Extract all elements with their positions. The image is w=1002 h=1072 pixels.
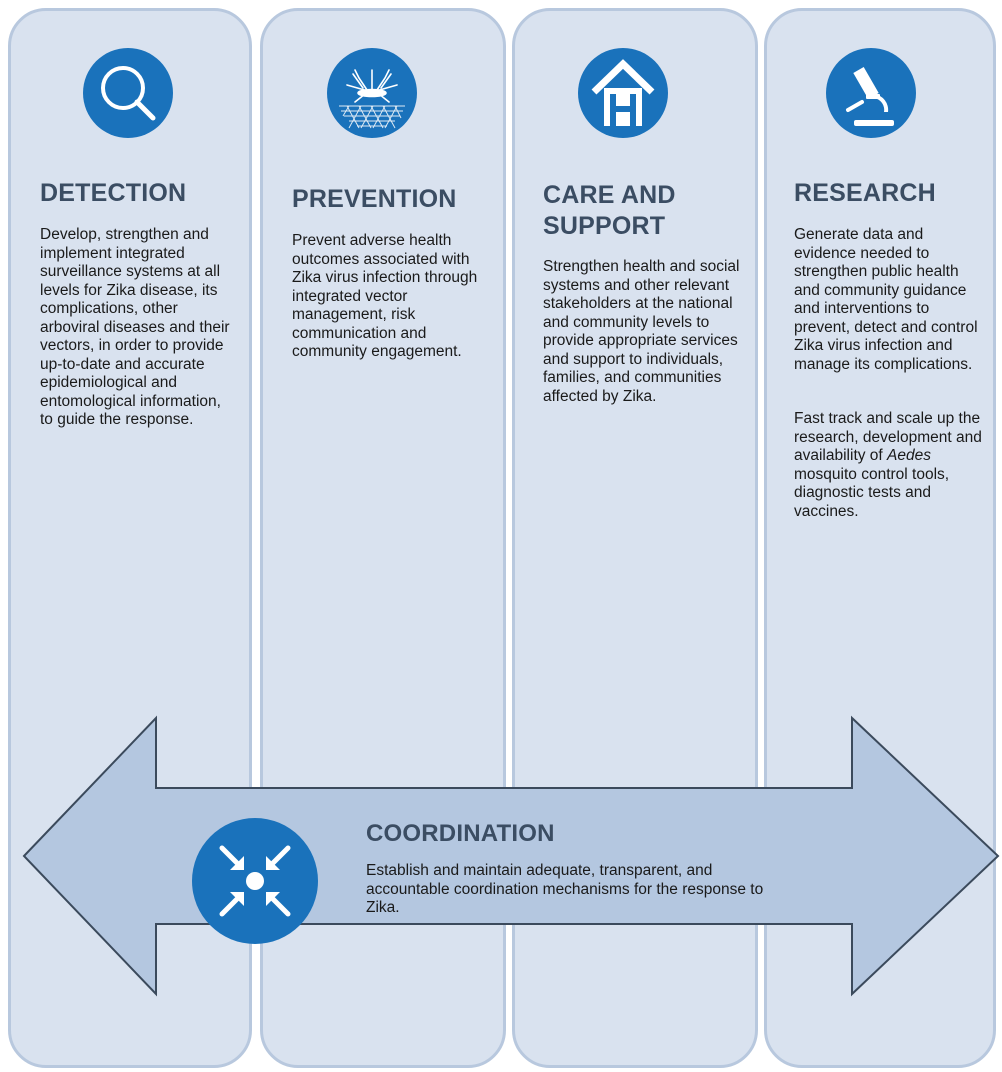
converging-arrows-icon <box>192 818 318 944</box>
research-body-2: Fast track and scale up the research, de… <box>794 410 986 521</box>
research-body-2-em: Aedes <box>887 447 931 464</box>
research-title: RESEARCH <box>794 179 936 207</box>
care-support-title-line2: SUPPORT <box>543 212 666 240</box>
prevention-body: Prevent adverse health outcomes associat… <box>292 232 478 360</box>
care-support-body: Strengthen health and social systems and… <box>543 258 740 405</box>
research-body: Generate data and evidence needed to str… <box>794 226 986 521</box>
microscope-icon <box>826 48 916 138</box>
coordination-title: COORDINATION <box>366 820 555 847</box>
research-body-2-post: mosquito control tools, diagnostic tests… <box>794 465 950 520</box>
detection-title: DETECTION <box>40 179 187 207</box>
prevention-title: PREVENTION <box>292 185 457 213</box>
care-support-title-line1: CARE AND <box>543 181 676 209</box>
research-body-2-pre: Fast track and scale up the research, de… <box>794 410 982 464</box>
magnifier-icon <box>83 48 173 138</box>
hospital-icon <box>578 48 668 138</box>
research-body-1: Generate data and evidence needed to str… <box>794 226 978 373</box>
care-support-title: CARE AND SUPPORT <box>543 180 676 242</box>
detection-body: Develop, strengthen and implement integr… <box>40 226 230 428</box>
coordination-body: Establish and maintain adequate, transpa… <box>366 862 764 916</box>
mosquito-net-icon <box>327 48 417 138</box>
